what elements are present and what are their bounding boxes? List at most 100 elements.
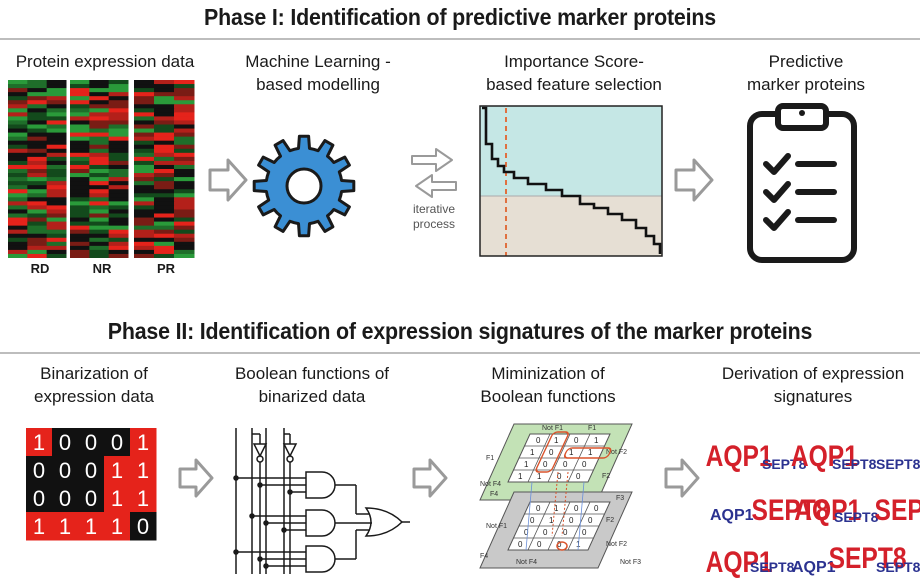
matrix-value: 0 <box>85 486 97 511</box>
iterative-arrows-icon <box>411 148 457 198</box>
matrix-cell <box>78 428 105 457</box>
matrix-cell <box>26 456 53 485</box>
signatures-line1: Derivation of expression <box>721 364 905 383</box>
svg-text:0: 0 <box>543 460 548 469</box>
matrix-value: 0 <box>85 458 97 483</box>
ml-modelling-label: Machine Learning - based modelling <box>228 50 408 96</box>
matrix-cell <box>130 456 157 485</box>
svg-text:0: 0 <box>574 504 579 513</box>
svg-text:0: 0 <box>524 528 529 537</box>
matrix-value: 1 <box>85 514 97 539</box>
flow-arrow-icon <box>664 458 700 498</box>
predictive-markers-line2: marker proteins <box>746 75 866 94</box>
signature-word: SEPT8 <box>829 541 907 575</box>
matrix-cell <box>130 428 157 457</box>
matrix-cell <box>104 428 131 457</box>
matrix-cell <box>78 512 105 541</box>
svg-text:0: 0 <box>543 528 548 537</box>
matrix-value: 1 <box>33 514 45 539</box>
svg-text:1: 1 <box>524 460 529 469</box>
selected-region <box>480 106 662 196</box>
gear-icon <box>252 134 356 238</box>
flow-arrow-icon <box>208 158 248 202</box>
svg-text:0: 0 <box>563 460 568 469</box>
signature-word: SEPT8 <box>876 456 920 472</box>
svg-text:0: 0 <box>537 540 542 549</box>
svg-text:1: 1 <box>588 448 593 457</box>
signature-word: SEPT8 <box>762 456 807 472</box>
svg-text:0: 0 <box>569 516 574 525</box>
expression-heatmap <box>8 80 195 258</box>
matrix-value: 1 <box>137 430 149 455</box>
kmap-label: F4 <box>480 553 488 560</box>
predictive-markers-line1: Predictive <box>768 52 844 71</box>
matrix-value: 1 <box>111 458 123 483</box>
phase-1-divider <box>0 38 920 40</box>
phase-1-title: Phase I: Identification of predictive ma… <box>204 4 716 30</box>
flow-arrow-icon <box>412 458 448 498</box>
clipboard-checklist-icon <box>747 103 857 263</box>
kmap-label: F2 <box>606 517 614 524</box>
matrix-cell <box>52 484 79 513</box>
group-label-rd: RD <box>30 261 50 276</box>
signature-word: AQP1 <box>706 545 773 579</box>
matrix-value: 1 <box>59 514 71 539</box>
matrix-value: 1 <box>137 486 149 511</box>
iterative-line1: iterative <box>412 202 456 216</box>
svg-text:0: 0 <box>557 472 562 481</box>
signature-word: SEPT8 <box>876 559 920 575</box>
ml-modelling-line1: Machine Learning - <box>245 52 391 71</box>
svg-text:0: 0 <box>588 516 593 525</box>
matrix-cell <box>52 428 79 457</box>
signature-word: AQP1 <box>792 559 836 576</box>
matrix-value: 0 <box>33 458 45 483</box>
signature-word: AQP1 <box>791 439 858 473</box>
svg-text:1: 1 <box>569 448 574 457</box>
signature-word: SEPT8 <box>875 493 920 527</box>
matrix-cell <box>130 512 157 541</box>
signature-word: SEPT8 <box>834 509 879 525</box>
kmap-label: Not F1 <box>486 523 507 530</box>
svg-text:0: 0 <box>594 504 599 513</box>
ml-modelling-line2: based modelling <box>256 75 380 94</box>
matrix-value: 0 <box>85 430 97 455</box>
matrix-cell <box>52 512 79 541</box>
minimization-label: Miminization of Boolean functions <box>452 362 644 408</box>
svg-text:1: 1 <box>594 436 599 445</box>
matrix-cell <box>26 484 53 513</box>
signature-word-cloud: AQP1 SEPT8 AQP1 SEPT8 SEPT8 AQP1 SEPT8 A… <box>706 439 920 579</box>
kmap-label: Not F3 <box>620 559 641 566</box>
matrix-cell <box>26 428 53 457</box>
signatures-label: Derivation of expression signatures <box>706 362 920 408</box>
kmap-label: Not F1 <box>542 425 563 432</box>
matrix-value: 1 <box>137 458 149 483</box>
binarization-line2: expression data <box>33 387 155 406</box>
matrix-cell <box>104 512 131 541</box>
iterative-process-label: iterative process <box>398 202 470 232</box>
matrix-value: 0 <box>111 430 123 455</box>
signature-word: AQP1 <box>706 439 773 473</box>
kmap-label: F1 <box>588 425 596 432</box>
svg-text:0: 0 <box>536 436 541 445</box>
svg-text:0: 0 <box>582 460 587 469</box>
matrix-value: 0 <box>33 486 45 511</box>
flow-arrow-icon <box>178 458 214 498</box>
matrix-value: 0 <box>137 514 149 539</box>
kmap-label: F2 <box>602 473 610 480</box>
predictive-markers-label: Predictive marker proteins <box>706 50 906 96</box>
matrix-value: 1 <box>33 430 45 455</box>
flow-arrow-icon <box>674 158 714 202</box>
phase-2-divider <box>0 352 920 354</box>
logic-circuit-diagram <box>233 428 410 574</box>
signature-word: AQP1 <box>710 507 754 524</box>
importance-curve <box>482 106 662 254</box>
matrix-cell <box>104 456 131 485</box>
svg-text:1: 1 <box>537 472 542 481</box>
svg-text:0: 0 <box>536 504 541 513</box>
binarization-label: Binarization of expression data <box>4 362 184 408</box>
feature-selection-line1: Importance Score- <box>504 52 644 71</box>
signature-word: AQP1 <box>794 493 861 527</box>
matrix-value: 1 <box>111 486 123 511</box>
